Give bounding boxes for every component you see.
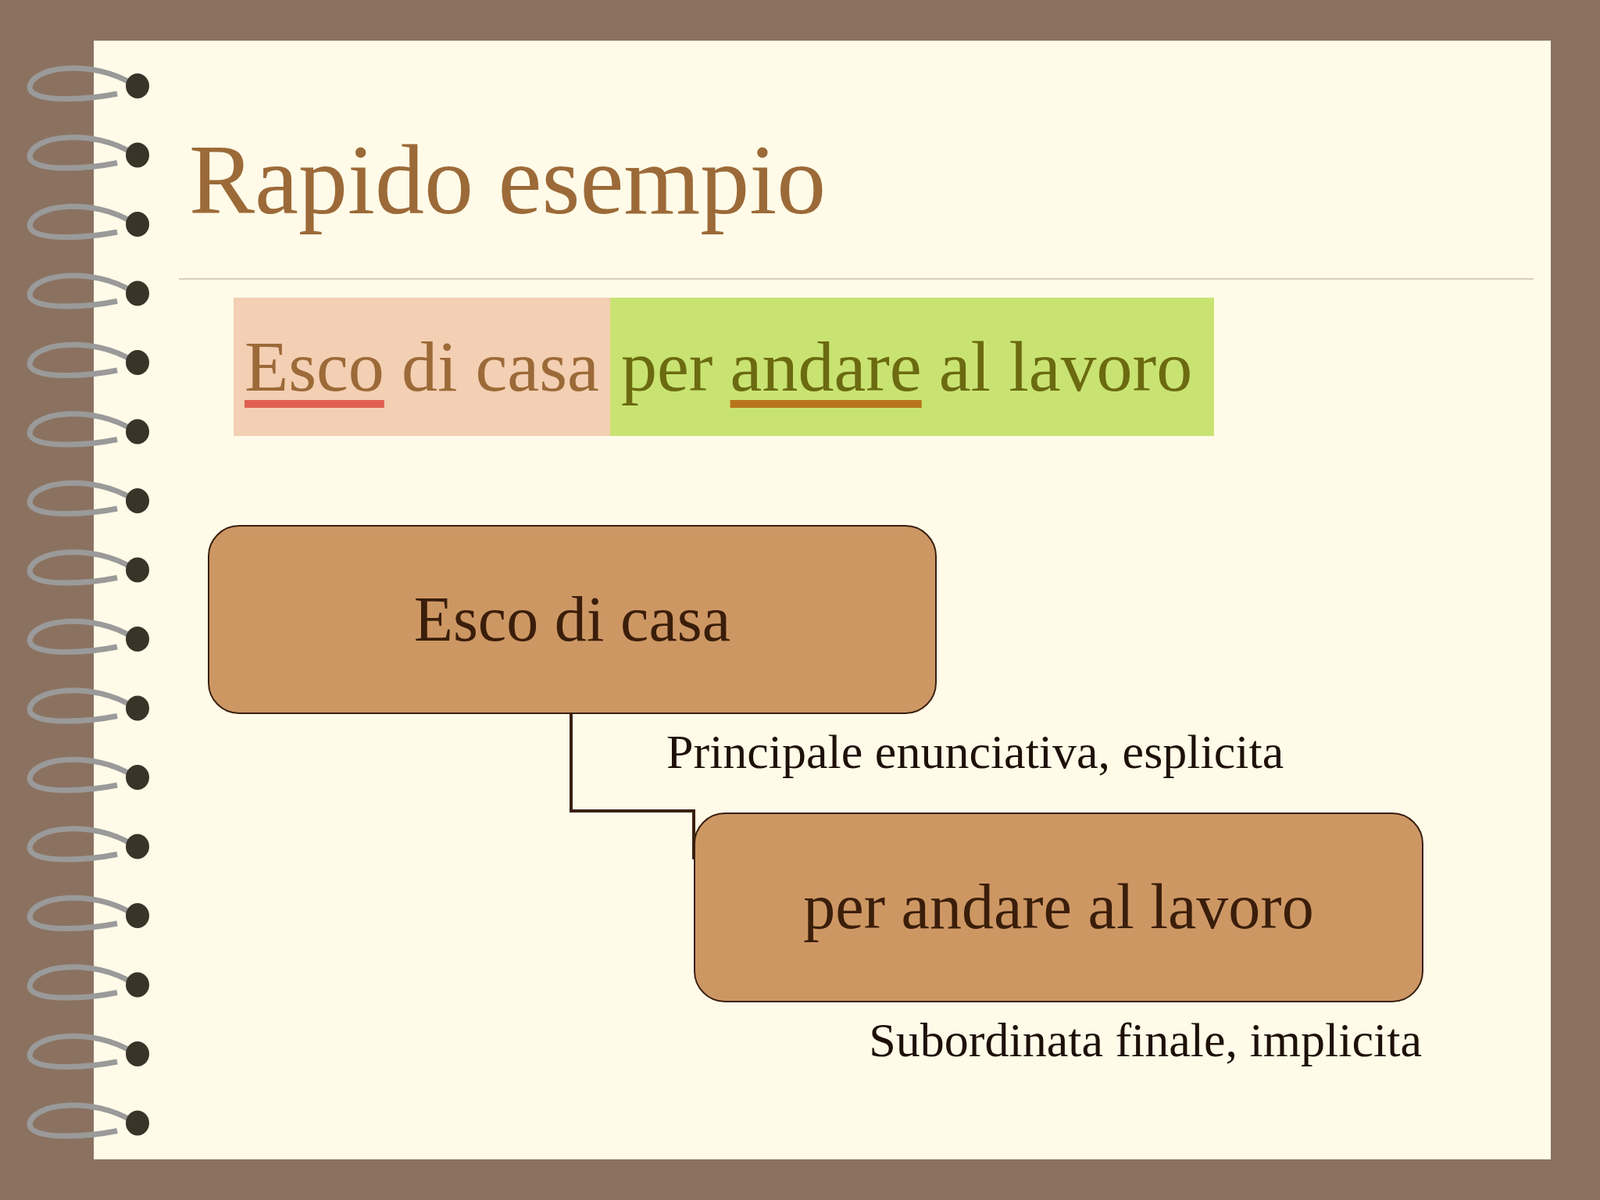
spiral-wire	[29, 552, 133, 583]
spiral-wire	[29, 828, 133, 860]
sentence-word: andare	[730, 327, 922, 407]
punch-hole	[125, 972, 150, 998]
spiral-wire	[29, 137, 133, 168]
sentence-word: di casa	[401, 327, 600, 407]
spiral-wire	[29, 690, 133, 722]
punch-hole	[125, 696, 150, 722]
slide-title: Rapido esempio	[189, 131, 826, 230]
punch-hole	[125, 488, 150, 514]
punch-hole	[125, 764, 150, 790]
spiral-wire	[29, 621, 133, 652]
punch-hole	[125, 281, 150, 307]
spiral-wire	[29, 1035, 133, 1067]
sentence-word: Esco	[244, 327, 385, 407]
punch-hole	[125, 1041, 150, 1067]
clause-caption: Principale enunciativa, esplicita	[666, 725, 1284, 779]
punch-hole	[125, 73, 150, 99]
spiral-wire	[29, 344, 133, 375]
clause-text: per andare al lavoro	[803, 871, 1314, 943]
punch-hole	[125, 211, 150, 237]
clause-band: Escodi casa	[233, 297, 611, 436]
punch-hole	[125, 903, 150, 929]
sentence-word: per	[621, 327, 713, 407]
clause-box: per andare al lavoroSubordinata finale, …	[693, 812, 1424, 1003]
punch-hole	[125, 142, 150, 168]
title-rule	[178, 278, 1534, 280]
spiral-wire	[29, 1105, 133, 1136]
spiral-wire	[29, 897, 133, 929]
sentence-word: al lavoro	[939, 327, 1193, 407]
clause-box: Esco di casaPrincipale enunciativa, espl…	[207, 525, 937, 715]
spiral-wire	[29, 206, 133, 237]
punch-hole	[125, 834, 150, 860]
clause-caption: Subordinata finale, implicita	[868, 1013, 1422, 1067]
spiral-wire	[29, 414, 133, 445]
clause-text: Esco di casa	[414, 584, 731, 655]
punch-hole	[125, 350, 150, 375]
punch-hole	[125, 1110, 150, 1136]
spiral-wire	[29, 759, 133, 790]
punch-hole	[125, 557, 150, 583]
clause-band: perandareal lavoro	[610, 297, 1215, 436]
punch-hole	[125, 626, 150, 652]
spiral-wire	[29, 275, 133, 307]
spiral-wire	[29, 67, 133, 99]
punch-hole	[125, 419, 150, 445]
spiral-wire	[29, 967, 133, 998]
spiral-wire	[29, 482, 133, 514]
